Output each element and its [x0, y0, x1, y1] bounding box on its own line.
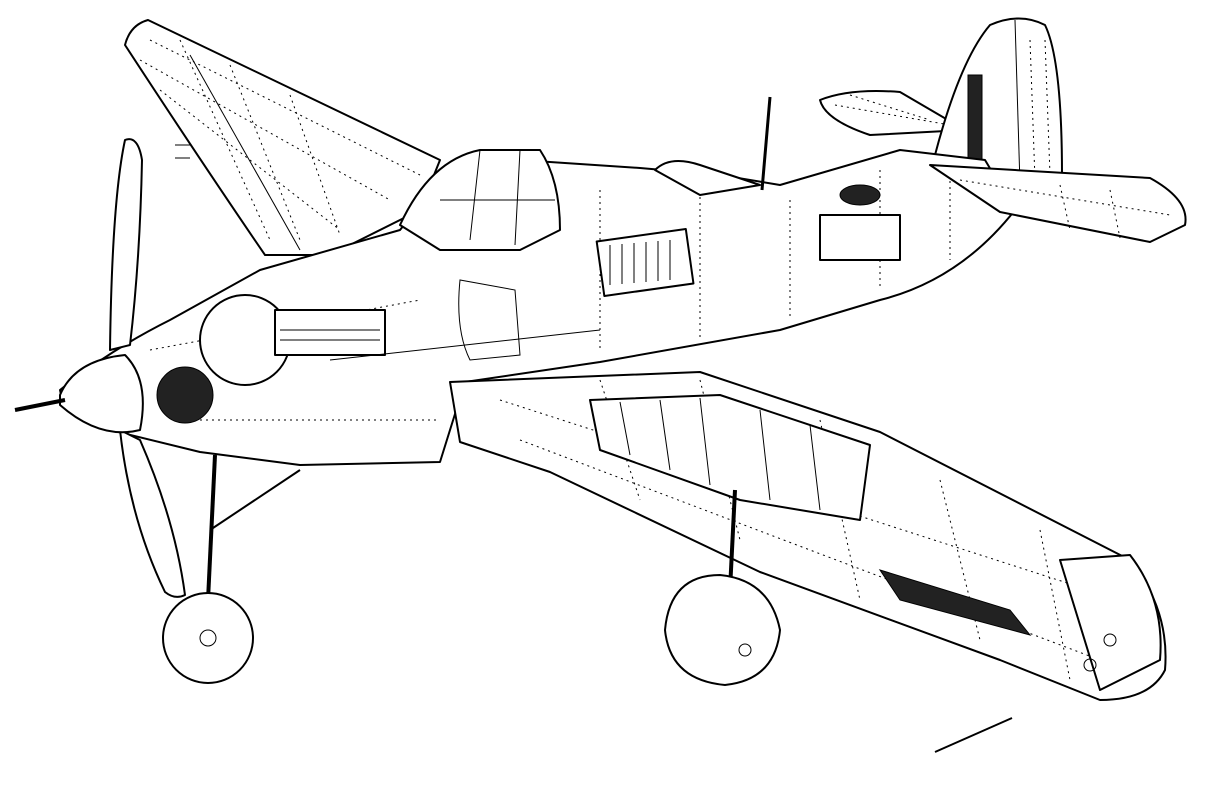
far-wing-flap-line: [189, 54, 301, 251]
tail-marking: [967, 74, 983, 161]
stabilizer-rivets: [834, 94, 951, 126]
gun-barrels: [280, 329, 380, 341]
vertical-tail: [934, 17, 1063, 196]
rudder-line: [1014, 19, 1021, 186]
wingtip-lightening-hole: [1103, 633, 1117, 647]
wingtip-structure: [1059, 554, 1162, 691]
far-wing-rivets: [139, 39, 421, 241]
nose-gun-assembly: [274, 309, 386, 356]
wing-ribs: [619, 397, 821, 511]
canopy-frame: [440, 149, 555, 246]
main-wheel-hub: [738, 643, 752, 657]
reduction-gearbox: [156, 366, 214, 424]
drive-shaft: [329, 329, 601, 361]
engine: [595, 227, 695, 297]
wingtip-lightening-hole: [1083, 658, 1097, 672]
main-wheel: [664, 574, 781, 686]
nose-wheel-hub: [199, 629, 217, 647]
propeller-blade-lower: [119, 429, 186, 598]
antenna-mast: [760, 96, 772, 191]
wing-guns: [175, 144, 190, 159]
right-stabilizer-rivets: [959, 179, 1171, 239]
nose-gear-strut: [206, 454, 217, 601]
radio-equipment: [819, 214, 901, 261]
fuel-tank-cutaway: [878, 569, 1032, 636]
tail-rivets: [1029, 39, 1051, 181]
right-horizontal-stabilizer: [929, 164, 1187, 243]
rear-window: [839, 184, 881, 206]
main-gear-strut: [728, 489, 737, 591]
left-horizontal-stabilizer: [819, 90, 966, 136]
wing-cutaway-structure: [589, 394, 871, 521]
nose-cannon: [14, 398, 66, 412]
nose-gear-brace: [209, 469, 301, 531]
pitot-tube: [934, 717, 1013, 753]
propeller-blade-upper: [109, 138, 143, 351]
pilot-seat: [458, 279, 521, 361]
nose-wheel: [162, 592, 254, 684]
air-intake: [654, 160, 761, 196]
engine-cylinders: [609, 240, 671, 285]
propeller-spinner: [59, 354, 144, 434]
near-wing: [449, 371, 1167, 701]
